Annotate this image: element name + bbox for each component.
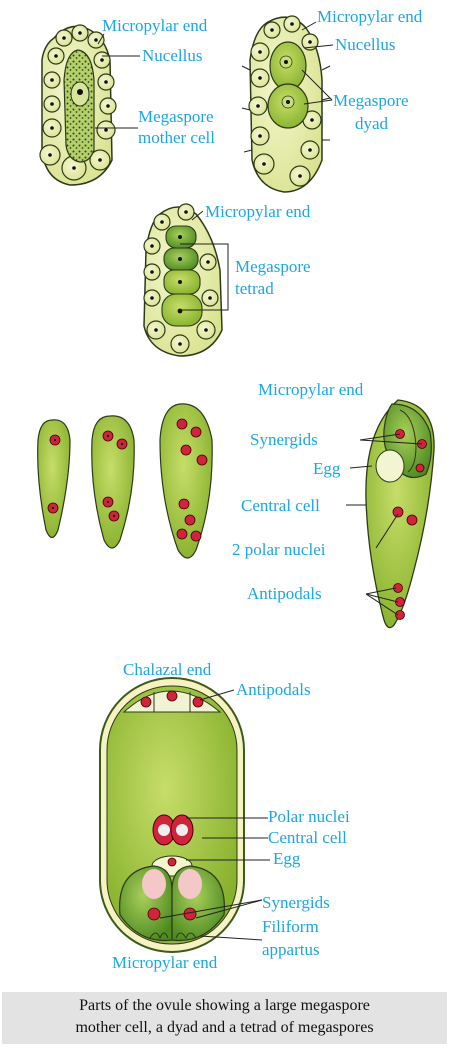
mature-sac-polar-nuclei [392,506,418,526]
panel5-egg-label: Egg [273,849,301,868]
egg-apparatus [119,855,225,942]
panel1-mmc-label-line2: mother cell [138,128,215,147]
panel5-synergids-label: Synergids [262,893,330,912]
panel5-leader-lines [159,689,270,941]
figure-caption: Parts of the ovule showing a large megas… [2,992,447,1044]
panel4-micropylar-end-label: Micropylar end [258,380,364,399]
four-nucleate-sac [91,415,135,549]
polar-nuclei [152,814,194,846]
panel5-central-cell-label: Central cell [268,828,347,847]
panel2-nucellus-label: Nucellus [335,35,395,54]
panel5-polar-nuclei-label: Polar nuclei [268,807,350,826]
chalazal-antipodal-cells [122,690,222,713]
panel3-micropylar-end-label: Micropylar end [205,202,311,221]
panel1-mmc-label-line1: Megaspore [138,107,214,126]
panel4-central-cell-label: Central cell [241,496,320,515]
megaspore-tetrad [161,225,203,327]
panel4-leader-lines [346,433,423,616]
mmc-cell-nuclei [48,31,110,170]
eight-nucleate-sac [159,403,213,559]
panel4-antipodals-label: Antipodals [247,584,322,603]
caption-line1: Parts of the ovule showing a large megas… [79,997,370,1014]
panel4-egg-label: Egg [313,459,341,478]
megaspore-dyad [267,41,309,129]
panel2-micropylar-end-label: Micropylar end [317,7,423,26]
panel4-polar-nuclei-label: 2 polar nuclei [232,540,326,559]
panel5-filiform-label-line1: Filiform [262,917,319,936]
dyad-cell-nuclei [256,22,314,178]
panel4-synergids-label: Synergids [250,430,318,449]
filiform-apparatus [149,932,197,940]
panel1-micropylar-end-label: Micropylar end [102,16,208,35]
mature-embryo-sac [365,399,435,629]
mature-sac-antipodals [393,583,405,620]
tetrad-cell-nuclei [150,210,212,346]
panel3-tetrad-label-line1: Megaspore [235,257,311,276]
panel3-tetrad-label-line2: tetrad [235,279,274,298]
megaspore-mother-cell [63,49,95,163]
panel2-dyad-label-line2: dyad [355,114,389,133]
panel2-dyad-label-line1: Megaspore [333,91,409,110]
panel1-nucellus-label: Nucellus [142,46,202,65]
two-nucleate-sac [37,419,71,539]
panel5-filiform-label-line2: appartus [262,940,320,959]
panel5-antipodals-label: Antipodals [236,680,311,699]
mature-sac-egg [375,449,425,483]
dyad-hairs [241,65,331,153]
panel5-micropylar-end-label: Micropylar end [112,953,218,972]
panel5-chalazal-end-label: Chalazal end [123,660,212,679]
caption-line2: mother cell, a dyad and a tetrad of mega… [75,1019,374,1036]
